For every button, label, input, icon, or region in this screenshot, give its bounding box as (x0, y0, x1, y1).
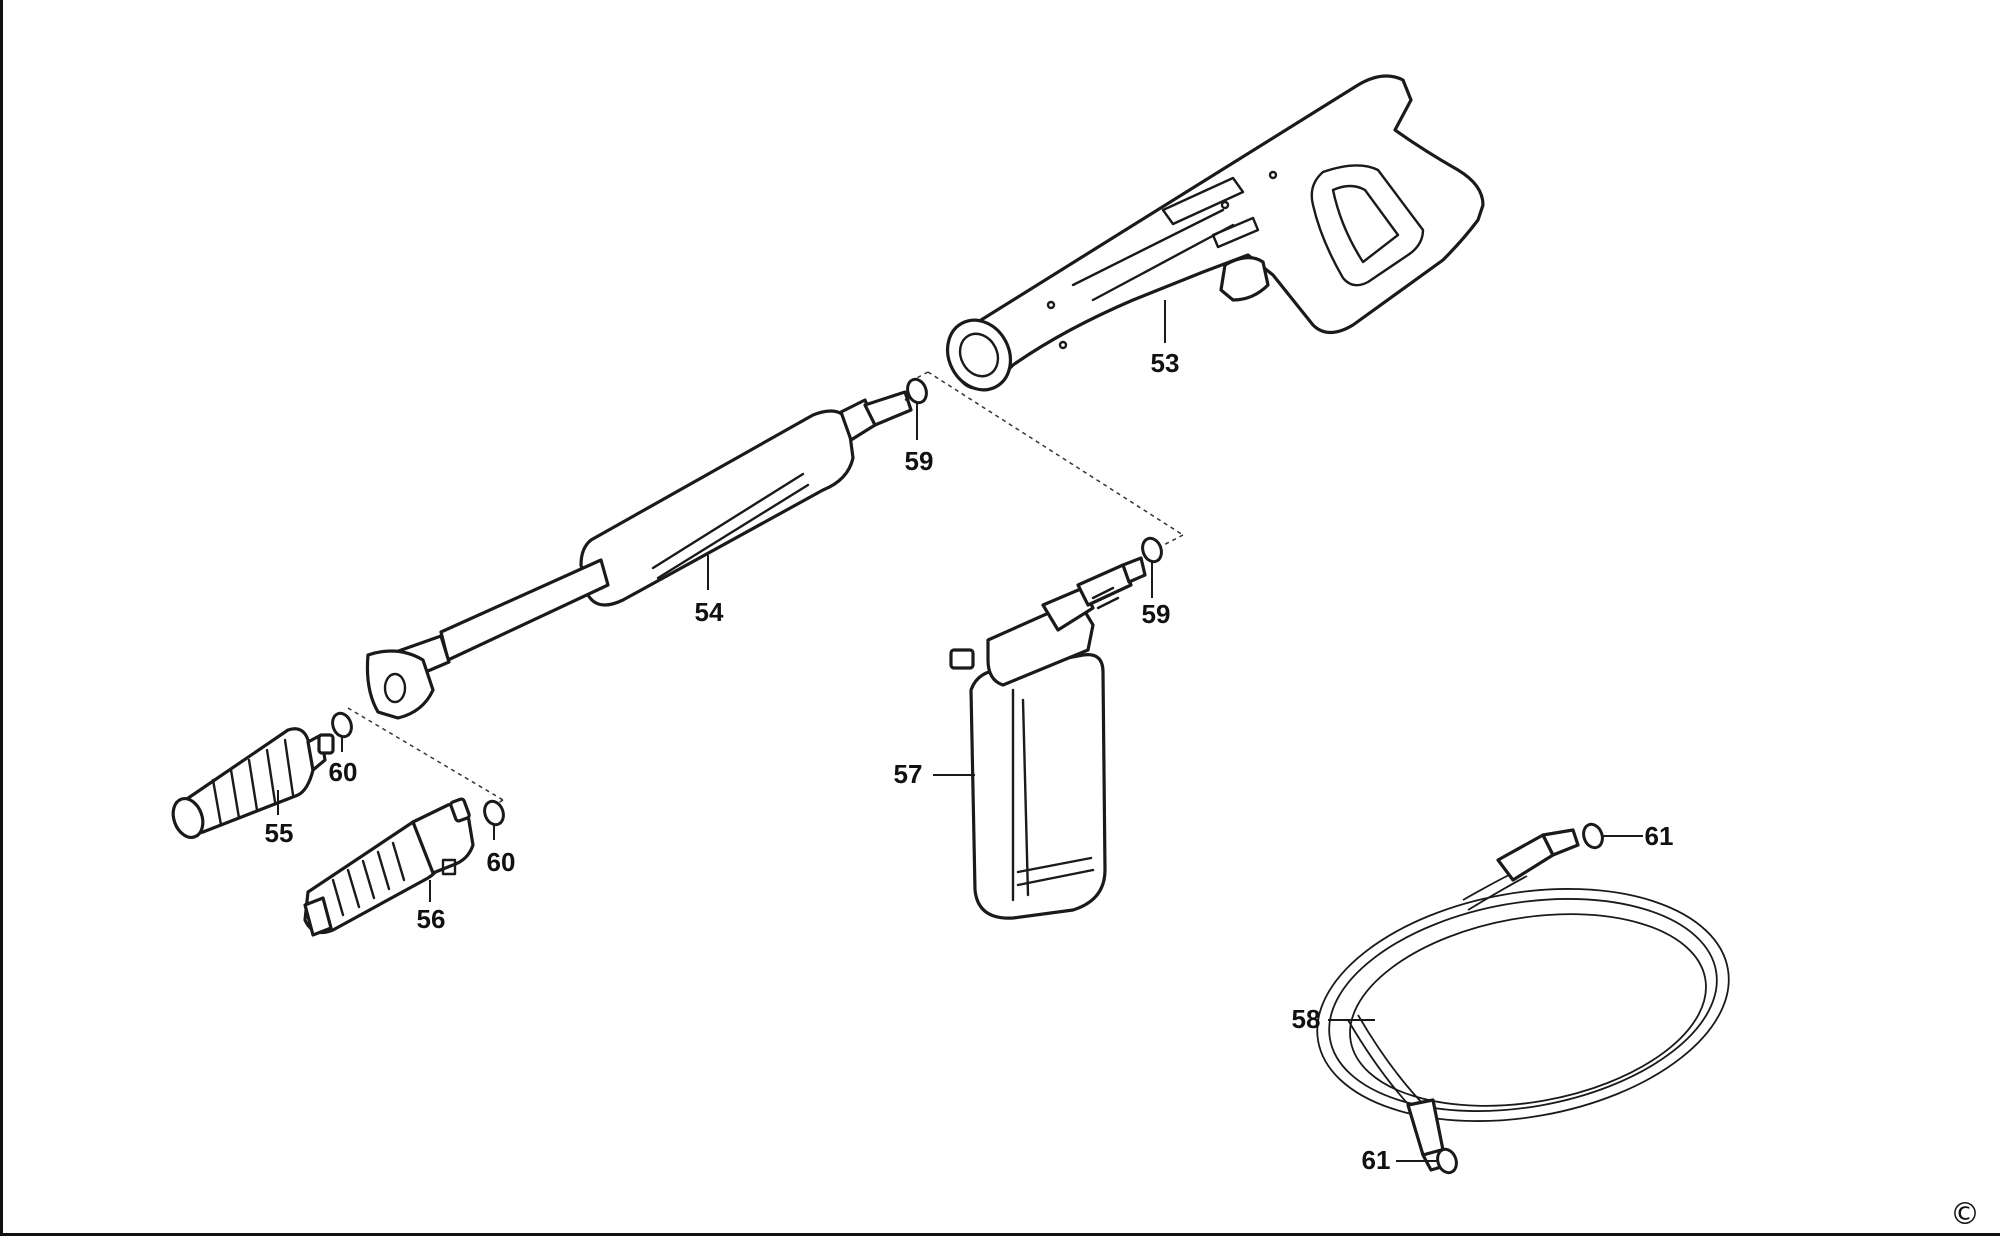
part-58-hose (1316, 828, 1730, 1172)
part-61-o-ring-lower (1436, 1147, 1458, 1175)
label-54: 54 (695, 597, 724, 627)
label-55: 55 (265, 818, 294, 848)
label-59-lower: 59 (1142, 599, 1171, 629)
part-60-o-ring-lower (483, 799, 505, 827)
part-57-detergent-bottle (949, 556, 1147, 920)
label-56: 56 (417, 904, 446, 934)
label-60-upper: 60 (329, 757, 358, 787)
part-59-o-ring-lower (1141, 536, 1163, 564)
part-61-o-ring-upper (1582, 822, 1604, 850)
label-59-upper: 59 (905, 446, 934, 476)
label-53: 53 (1151, 348, 1180, 378)
copyright-mark: © (1950, 1197, 1980, 1232)
part-59-o-ring-upper (906, 377, 928, 405)
label-60-lower: 60 (487, 847, 516, 877)
label-61-lower: 61 (1362, 1145, 1391, 1175)
part-55-turbo-nozzle (171, 727, 335, 839)
part-56-adjustable-nozzle (303, 797, 475, 937)
label-57: 57 (894, 759, 923, 789)
leader-lines (277, 300, 1643, 1162)
label-61-upper: 61 (1645, 821, 1674, 851)
diagram-canvas: 53 59 59 54 60 60 55 56 57 58 61 61 © (171, 74, 1980, 1232)
label-58: 58 (1292, 1004, 1321, 1034)
part-53-trigger-gun (945, 74, 1485, 392)
part-60-o-ring-upper (331, 711, 353, 739)
part-54-lance (365, 390, 916, 720)
